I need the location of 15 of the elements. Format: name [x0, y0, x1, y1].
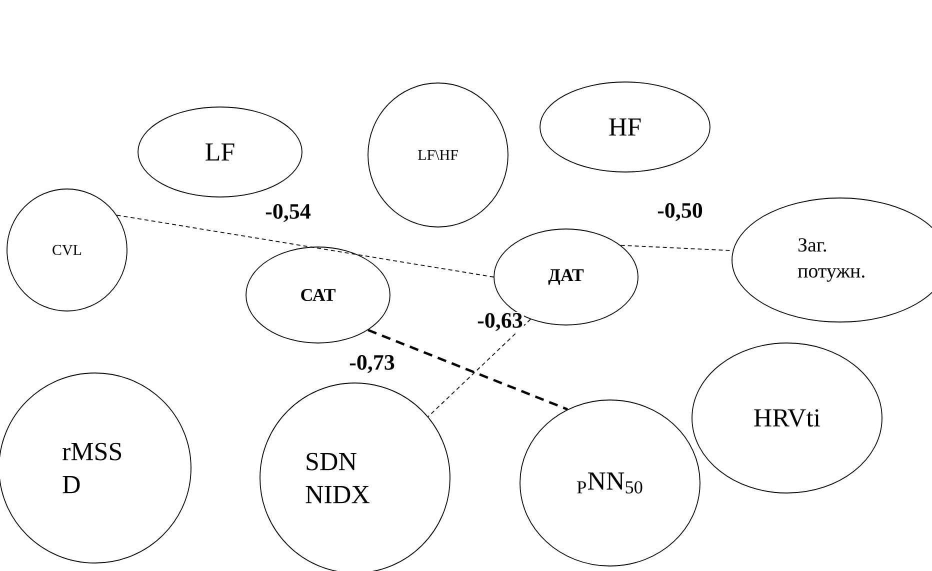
ellipse-node: LF — [138, 106, 302, 198]
ellipse-node: CVL — [6, 188, 128, 312]
edge-label: -0,54 — [264, 203, 312, 224]
edge-label: -0,50 — [656, 202, 704, 222]
connector-line — [620, 244, 734, 252]
ellipse-node: $_{P}$NN$_{50}$ — [520, 400, 700, 566]
connector-line — [116, 214, 494, 278]
edge-label: -0,63 — [476, 312, 524, 332]
ellipse-node: LF\HF — [368, 82, 508, 228]
connector-line — [368, 328, 568, 410]
ellipse-node: САТ — [246, 246, 390, 344]
ellipse-node: HRVti — [692, 342, 882, 494]
edge-label: -0,73 — [348, 354, 396, 374]
ellipse-node: HF — [540, 82, 710, 172]
connector-line — [428, 318, 531, 418]
